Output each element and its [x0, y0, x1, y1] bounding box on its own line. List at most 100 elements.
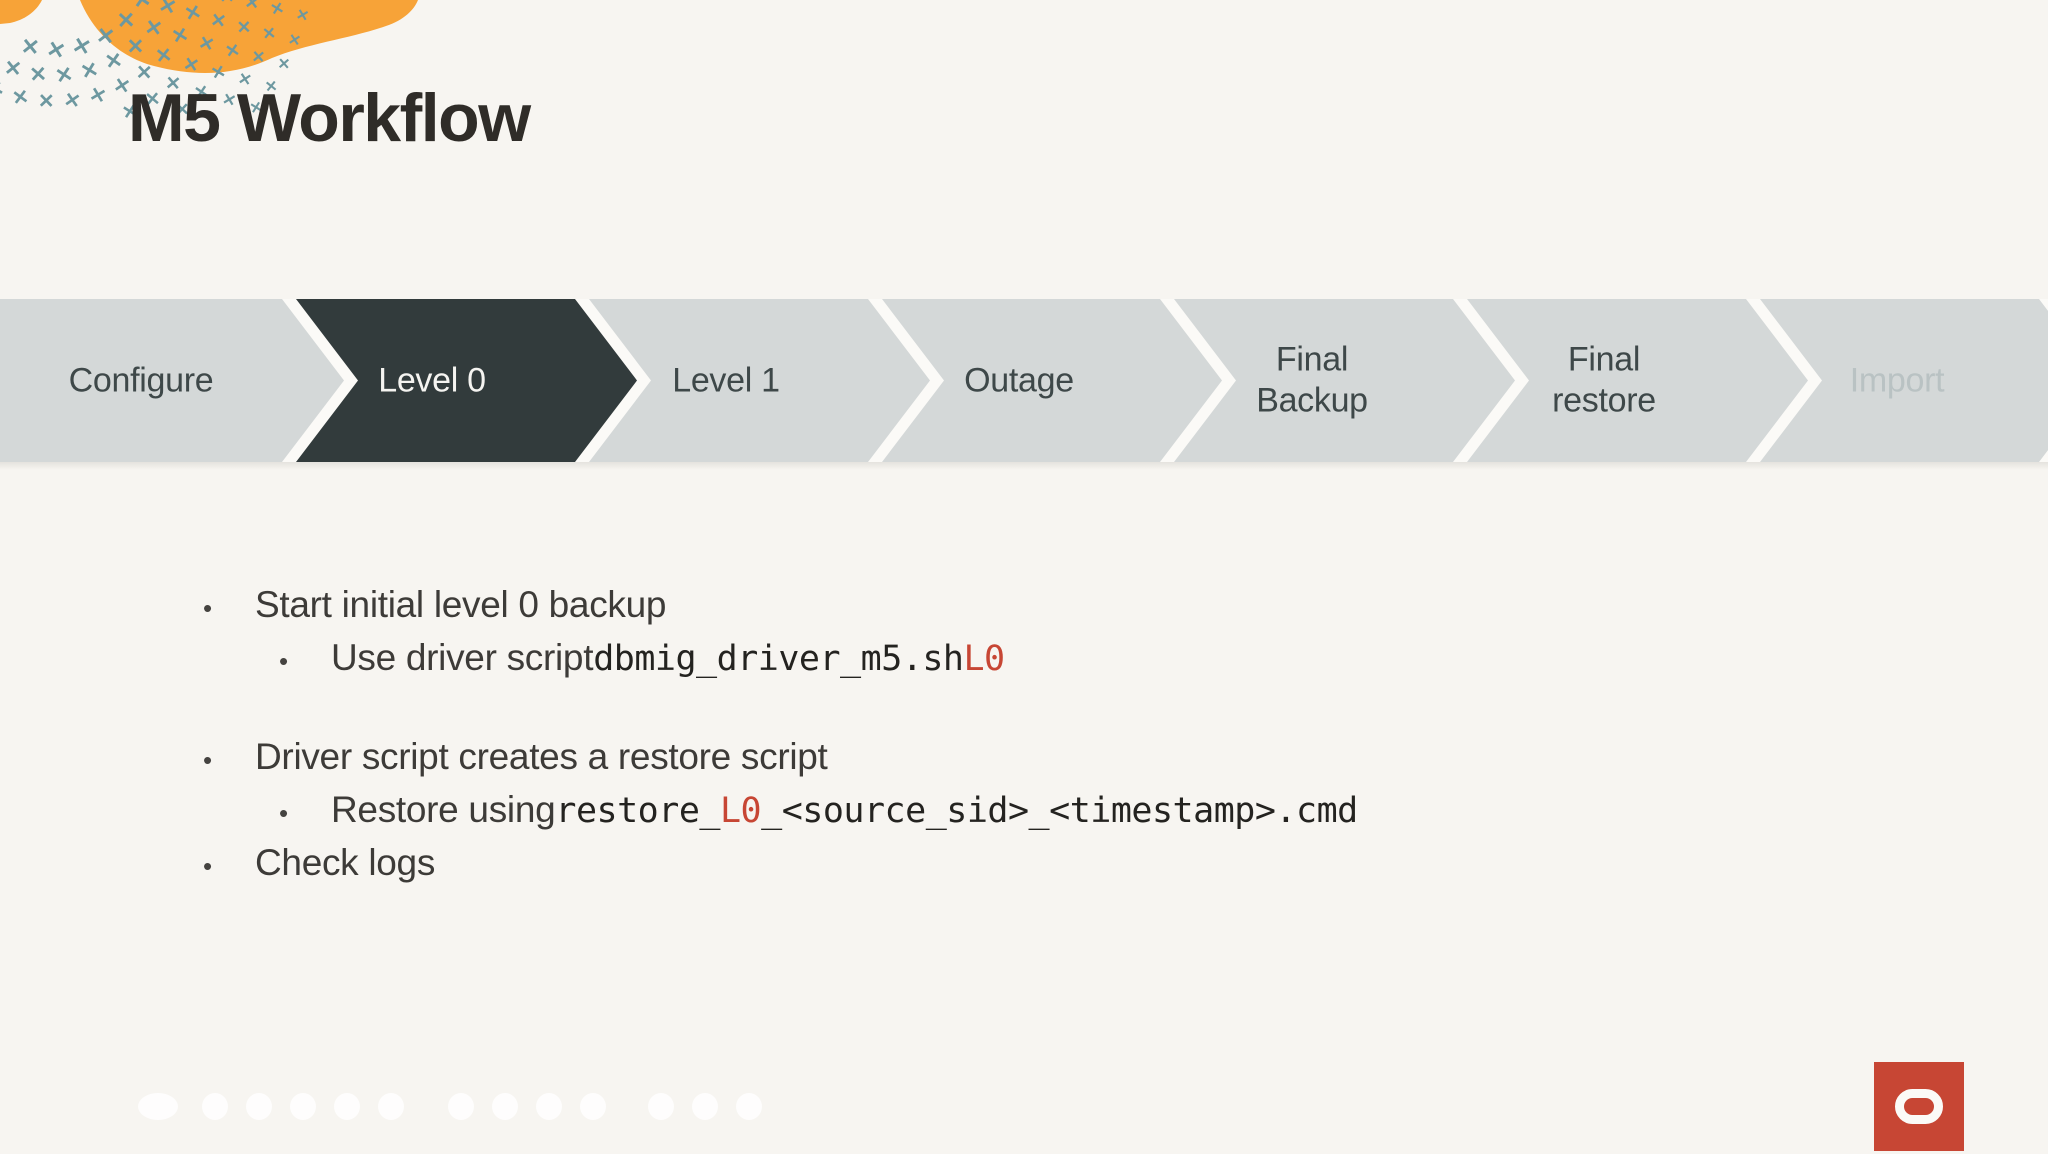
teal-cross: ✕: [287, 31, 303, 50]
teal-cross: ✕: [197, 31, 217, 55]
teal-cross: ✕: [165, 72, 182, 94]
watermark-dot: [648, 1093, 674, 1120]
teal-cross: ✕: [170, 24, 191, 49]
workflow-step-label-configure: Configure: [68, 360, 214, 399]
bullet-marker: •: [279, 798, 288, 828]
teal-cross: ✕: [95, 23, 117, 50]
slide-title: M5 Workflow: [128, 80, 531, 156]
teal-cross: ✕: [3, 56, 23, 81]
teal-cross: ✕: [44, 36, 68, 64]
teal-cross: ✕: [156, 0, 178, 20]
teal-cross: ✕: [248, 99, 264, 118]
chevron-shape-final-restore: [1467, 299, 1808, 462]
teal-cross: ✕: [183, 1, 204, 26]
teal-cross: ✕: [236, 17, 251, 37]
workflow-step-label-level-1: Level 1: [672, 360, 780, 399]
bullet-marker: •: [279, 646, 288, 676]
teal-cross: ✕: [53, 63, 75, 89]
bullet-marker: •: [203, 745, 212, 775]
watermark-dot: [536, 1093, 562, 1120]
chevron-band-shadow: [0, 462, 2048, 470]
teal-cross: ✕: [277, 56, 291, 74]
bullet-line: • Driver script creates a restore script: [203, 736, 1358, 789]
workflow-step-label-outage: Outage: [964, 360, 1074, 399]
teal-cross: ✕: [62, 89, 82, 114]
chevron-shape-configure: [0, 299, 344, 462]
teal-cross: ✕: [135, 62, 153, 85]
code-highlight-red: L0: [963, 639, 1005, 679]
watermark-dot: [290, 1093, 316, 1120]
code-text: _<source_sid>_<timestamp>.cmd: [761, 791, 1358, 831]
teal-cross: ✕: [20, 34, 41, 61]
teal-cross: ✕: [70, 32, 94, 61]
bullet-line: •Use driver script dbmig_driver_m5.sh L0: [279, 637, 1358, 690]
chevron-shape-outage: [882, 299, 1222, 462]
orange-blob: [80, 0, 418, 73]
watermark-dot: [580, 1093, 606, 1120]
teal-cross: ✕: [120, 100, 140, 124]
teal-cross: ✕: [193, 81, 211, 103]
bullet-line: • Start initial level 0 backup: [203, 584, 1358, 637]
workflow-step-label-final-backup: Final Backup: [1256, 340, 1368, 420]
teal-cross: ✕: [294, 6, 310, 26]
bullet-group-gap: [203, 690, 1358, 736]
watermark-dot: [448, 1093, 474, 1120]
chevron-shape-level-0: [296, 299, 637, 462]
teal-cross: ✕: [154, 44, 173, 68]
teal-cross: ✕: [11, 86, 31, 110]
bullet-text: Start initial level 0 backup: [255, 584, 667, 625]
teal-cross: ✕: [224, 39, 242, 61]
teal-cross: ✕: [251, 48, 266, 67]
teal-cross: ✕: [103, 49, 124, 75]
bullet-text: Restore using: [331, 789, 556, 830]
bullet-line: • Restore using restore_L0_<source_sid>_<…: [279, 789, 1358, 842]
teal-cross: ✕: [264, 78, 278, 96]
bullet-text: Driver script creates a restore script: [255, 736, 828, 777]
watermark-dot: [202, 1093, 228, 1120]
watermark-dot: [492, 1093, 518, 1120]
bullet-line: • Check logs: [203, 842, 1358, 895]
teal-cross: ✕: [209, 61, 228, 84]
teal-cross: ✕: [219, 0, 235, 6]
code-highlight-red: L0: [719, 791, 762, 831]
teal-cross: ✕: [269, 0, 286, 19]
watermark-dot: [246, 1093, 272, 1120]
chevron-shape-final-backup: [1174, 299, 1515, 462]
bullet-marker: •: [203, 851, 212, 881]
oracle-logo-ring: [1895, 1089, 1943, 1124]
footer-watermark: [0, 1093, 900, 1123]
teal-cross: ✕: [29, 63, 48, 87]
teal-cross: ✕: [209, 9, 227, 32]
teal-cross-pattern: ✕✕✕✕✕✕✕✕✕✕✕✕✕✕✕✕✕✕✕✕✕✕✕✕✕✕✕✕✕✕✕✕✕✕✕✕✕✕✕✕…: [0, 0, 311, 123]
bullet-text: Check logs: [255, 842, 436, 883]
teal-cross: ✕: [112, 74, 132, 99]
teal-cross: ✕: [130, 0, 153, 14]
teal-cross: ✕: [244, 0, 261, 13]
teal-cross: ✕: [175, 99, 190, 120]
teal-cross: ✕: [144, 88, 161, 110]
workflow-chevrons: [0, 299, 2048, 462]
workflow-step-label-level-0: Level 0: [378, 360, 486, 399]
bullet-marker: •: [203, 593, 212, 623]
teal-cross: ✕: [0, 77, 6, 102]
watermark-dot: [334, 1093, 360, 1120]
oracle-logo: [1874, 1062, 1964, 1151]
watermark-dot: [378, 1093, 404, 1120]
decorative-corner-pattern: ✕✕✕✕✕✕✕✕✕✕✕✕✕✕✕✕✕✕✕✕✕✕✕✕✕✕✕✕✕✕✕✕✕✕✕✕✕✕✕✕…: [0, 0, 418, 123]
bullet-list: • Start initial level 0 backup • Use driver…: [203, 584, 1358, 895]
chevron-shape-import: [1760, 299, 2048, 462]
teal-cross: ✕: [262, 24, 277, 43]
teal-cross: ✕: [181, 52, 201, 76]
watermark-dot: [736, 1093, 762, 1120]
bullet-text: Use driver script: [331, 637, 594, 678]
workflow-step-label-import: Import: [1849, 360, 1945, 399]
teal-cross: ✕: [78, 58, 100, 85]
workflow-diagram: Configure Level 0 Level 1 Outage Final Backu…: [0, 299, 2048, 462]
chevron-shape-level-1: [589, 299, 930, 462]
teal-cross: ✕: [220, 90, 237, 111]
watermark-dot: [692, 1093, 718, 1120]
orange-corner-blob: [0, 0, 42, 24]
code-text: restore_: [555, 791, 720, 831]
teal-cross: ✕: [236, 70, 253, 90]
